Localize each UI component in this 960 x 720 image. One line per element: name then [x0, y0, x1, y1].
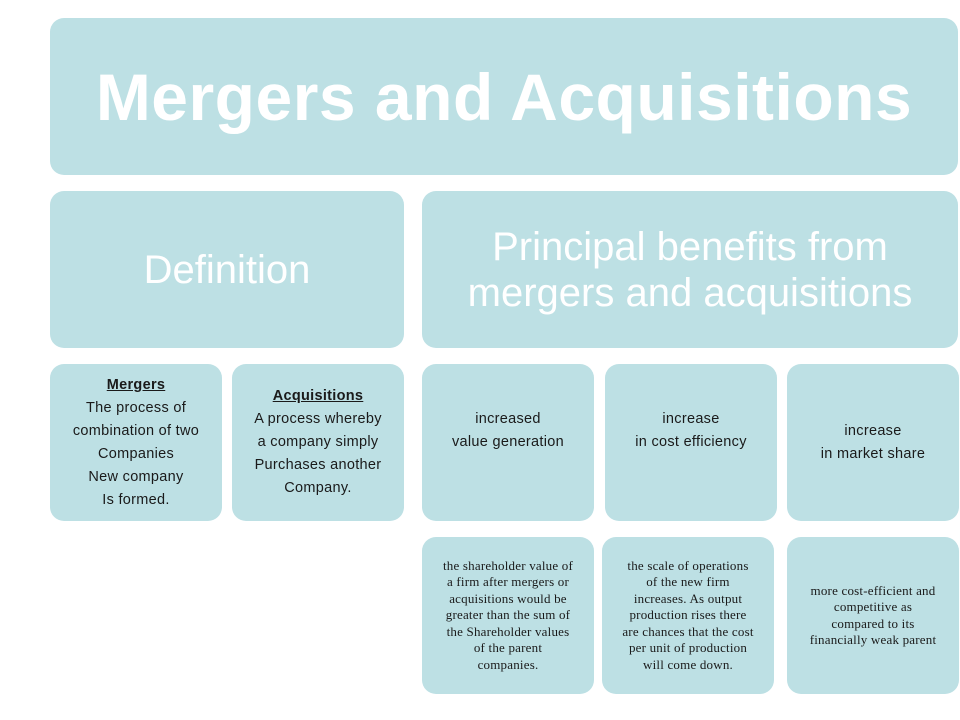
- benefits-header-line: Principal benefits from: [492, 224, 888, 269]
- acquisitions-text-line: Purchases another: [254, 457, 382, 473]
- benefit-label-line: value generation: [451, 434, 565, 450]
- benefit-description-line: the Shareholder values: [446, 623, 570, 639]
- mergers-text-line: Companies: [97, 445, 175, 462]
- benefit-description-line: of the parent: [473, 640, 543, 656]
- benefit-description-line: greater than the sum of: [445, 607, 571, 623]
- benefit-description-line: more cost-efficient and: [810, 582, 936, 598]
- benefit-label-box: increased value generation: [422, 364, 594, 521]
- benefit-description-line: companies.: [477, 656, 539, 672]
- acquisitions-box: Acquisitions A process whereby a company…: [232, 364, 404, 521]
- benefit-description-line: competitive as: [833, 599, 913, 614]
- benefit-description-line: increases. As output: [633, 590, 743, 606]
- acquisitions-heading: Acquisitions: [272, 388, 364, 404]
- benefit-description-line: financially weak parent: [809, 632, 937, 647]
- benefit-description-line: a firm after mergers or: [446, 574, 570, 590]
- benefit-label-box: increase in market share: [787, 364, 959, 521]
- diagram-title: Mergers and Acquisitions: [95, 59, 913, 134]
- acquisitions-text-line: a company simply: [257, 434, 379, 450]
- mergers-text-line: Is formed.: [102, 491, 170, 508]
- benefit-description-box: more cost-efficient and competitive as c…: [787, 537, 959, 694]
- benefit-label-line: increase: [844, 422, 902, 439]
- benefit-description-line: will come down.: [642, 656, 733, 672]
- mergers-text-line: The process of: [85, 399, 187, 416]
- mergers-text-line: New company: [88, 468, 184, 485]
- mergers-heading: Mergers: [106, 376, 166, 393]
- mergers-box: Mergers The process of combination of tw…: [50, 364, 222, 521]
- benefit-label-line: increased: [475, 411, 541, 427]
- benefit-description-line: are chances that the cost: [622, 623, 754, 639]
- benefit-description-line: per unit of production: [628, 640, 748, 656]
- definition-header: Definition: [143, 247, 311, 292]
- acquisitions-text-line: A process whereby: [254, 411, 382, 427]
- benefits-header-box: Principal benefits from mergers and acqu…: [422, 191, 958, 348]
- benefit-description-line: compared to its: [831, 615, 915, 631]
- benefits-header-line: mergers and acquisitions: [467, 270, 913, 315]
- benefit-description-box: the scale of operations of the new firm …: [602, 537, 774, 694]
- acquisitions-text-line: Company.: [284, 480, 352, 496]
- definition-header-box: Definition: [50, 191, 404, 348]
- benefit-description-line: production rises there: [629, 607, 747, 623]
- mergers-text-line: combination of two: [72, 422, 200, 439]
- benefit-label-line: in cost efficiency: [635, 434, 747, 450]
- benefit-label-line: increase: [662, 411, 720, 427]
- benefit-description-line: the shareholder value of: [442, 557, 574, 573]
- benefit-description-box: the shareholder value of a firm after me…: [422, 537, 594, 694]
- benefit-label-line: in market share: [820, 445, 926, 462]
- benefit-description-line: acquisitions would be: [449, 590, 567, 606]
- benefit-description-line: the scale of operations: [627, 557, 749, 573]
- title-box: Mergers and Acquisitions: [50, 18, 958, 175]
- benefit-description-line: of the new firm: [646, 574, 730, 590]
- benefit-label-box: increase in cost efficiency: [605, 364, 777, 521]
